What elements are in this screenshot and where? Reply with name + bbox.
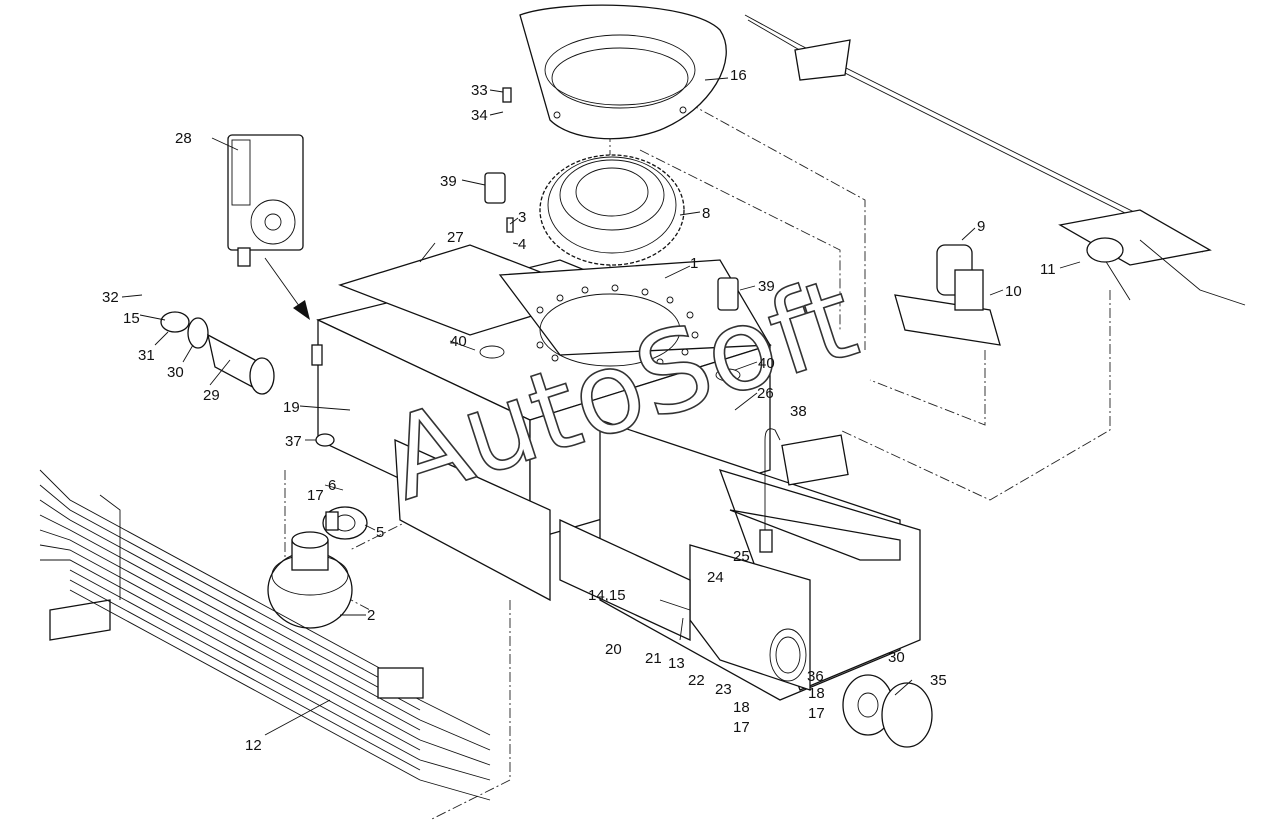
callout-40-b: 40 [758,355,775,372]
callout-3: 3 [518,209,526,226]
callout-28: 28 [175,130,192,147]
callout-21: 21 [645,650,662,667]
callout-18-a: 18 [733,699,750,716]
outlet-flanges [842,674,933,748]
callout-2: 2 [367,607,375,624]
callout-18-b: 18 [808,685,825,702]
hydraulic-lines [39,469,491,801]
callout-32: 32 [102,289,119,306]
ring-guard [519,4,727,140]
callout-15: 15 [123,310,140,327]
callout-1: 1 [690,255,698,272]
small-parts [311,87,741,447]
callout-labels: 1 2 3 4 5 6 8 9 10 11 12 13 14,15 15 16 … [102,67,1056,754]
callout-34: 34 [471,107,488,124]
callout-8: 8 [702,205,710,222]
callout-4: 4 [518,236,526,253]
callout-39-b: 39 [758,278,775,295]
callout-16: 16 [730,67,747,84]
callout-23: 23 [715,681,732,698]
callout-13: 13 [668,655,685,672]
callout-10: 10 [1005,283,1022,300]
callout-24: 24 [707,569,724,586]
callout-14-15: 14,15 [588,587,626,604]
callout-25: 25 [733,548,750,565]
callout-36: 36 [807,668,824,685]
callout-35: 35 [930,672,947,689]
side-port [769,628,807,682]
filter-element [160,311,275,395]
main-frame [316,244,921,701]
callout-27: 27 [447,229,464,246]
callout-9: 9 [977,218,985,235]
callout-37: 37 [285,433,302,450]
pilot-valve [894,244,1001,346]
callout-17-c: 17 [808,705,825,722]
callout-11: 11 [1040,261,1056,278]
callout-30-a: 30 [167,364,184,381]
callout-30-b: 30 [888,649,905,666]
callout-20: 20 [605,641,622,658]
leader-lines [121,77,1081,736]
control-linkage [744,14,1246,306]
callout-40-a: 40 [450,333,467,350]
callout-22: 22 [688,672,705,689]
callout-19: 19 [283,399,300,416]
assembly-arrow [264,257,310,320]
callout-5: 5 [376,524,384,541]
callout-29: 29 [203,387,220,404]
swing-gearbox [267,531,353,629]
callout-17-b: 17 [733,719,750,736]
callout-12: 12 [245,737,262,754]
callout-39-a: 39 [440,173,457,190]
pump-unit [322,506,368,540]
callout-17-a: 17 [307,487,324,504]
callout-33: 33 [471,82,488,99]
frame-bolt-holes [536,284,699,366]
callout-31: 31 [138,347,155,364]
callout-6: 6 [328,477,336,494]
callout-38: 38 [790,403,807,420]
slewing-gear [539,154,685,266]
filter-panel [227,134,304,267]
callout-26: 26 [757,385,774,402]
